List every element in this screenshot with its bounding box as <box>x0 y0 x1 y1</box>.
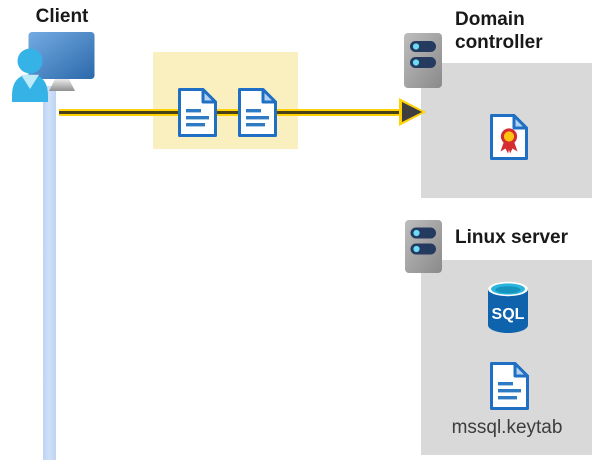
monitor-stand <box>49 79 75 91</box>
certificate-icon <box>490 114 528 160</box>
client-workstation-icon <box>12 32 95 102</box>
client-timeline-bar <box>43 86 56 460</box>
sql-icon-label: SQL <box>492 306 525 323</box>
client-label: Client <box>35 6 89 27</box>
keytab-document-icon <box>490 362 529 410</box>
auth-request-arrow-shaft <box>59 109 402 116</box>
keytab-filename-label: mssql.keytab <box>451 417 563 438</box>
monitor-icon <box>28 32 95 79</box>
domain-controller-server-icon <box>404 33 442 88</box>
person-icon <box>12 48 48 102</box>
spn-document-icon <box>238 88 277 137</box>
sql-database-icon: SQL <box>488 281 528 333</box>
auth-request-arrow-head-core <box>402 102 422 122</box>
tgt-document-icon <box>178 88 217 137</box>
domain-controller-title: Domain controller <box>455 9 543 53</box>
linux-server-title: Linux server <box>455 227 568 248</box>
linux-server-icon <box>405 220 442 273</box>
